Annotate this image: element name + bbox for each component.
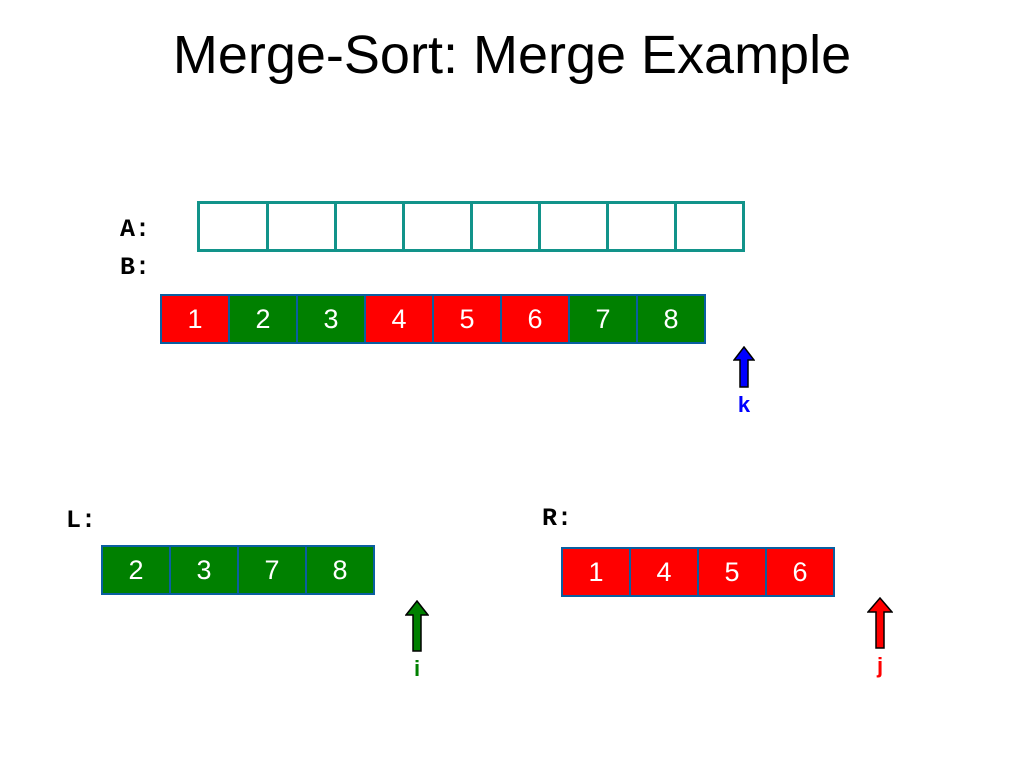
array-r-label: R: xyxy=(542,504,573,533)
array-a-cell xyxy=(269,204,337,249)
array-r-cell: 6 xyxy=(765,549,833,595)
pointer-j-label: j xyxy=(876,653,884,678)
array-b-cell: 8 xyxy=(636,296,704,342)
pointer-j: j xyxy=(862,597,898,677)
array-l-cell: 8 xyxy=(305,547,373,593)
pointer-k-label: k xyxy=(737,392,751,417)
array-r-cell: 1 xyxy=(563,549,629,595)
array-b-cell: 1 xyxy=(162,296,228,342)
up-arrow-icon xyxy=(733,346,755,388)
array-b-cell: 4 xyxy=(364,296,432,342)
pointer-i: i xyxy=(399,600,435,680)
array-b-cell: 2 xyxy=(228,296,296,342)
array-b-cell: 7 xyxy=(568,296,636,342)
up-arrow-icon xyxy=(867,597,893,649)
array-b-label: B: xyxy=(120,253,151,282)
array-a-cell xyxy=(473,204,541,249)
pointer-i-label: i xyxy=(413,656,421,681)
array-b-cell: 3 xyxy=(296,296,364,342)
array-l-cell: 3 xyxy=(169,547,237,593)
array-l-label: L: xyxy=(66,506,97,535)
array-a-cell xyxy=(405,204,473,249)
array-a-cell xyxy=(541,204,609,249)
array-a xyxy=(197,201,745,252)
array-r-cell: 4 xyxy=(629,549,697,595)
slide-title: Merge-Sort: Merge Example xyxy=(172,25,852,85)
array-a-cell xyxy=(200,203,269,250)
array-a-label: A: xyxy=(120,215,151,244)
array-b-cell: 6 xyxy=(500,296,568,342)
array-b-cell: 5 xyxy=(432,296,500,342)
array-a-cell xyxy=(677,204,745,249)
array-l-cell: 7 xyxy=(237,547,305,593)
array-r-cell: 5 xyxy=(697,549,765,595)
array-a-cell xyxy=(337,204,405,249)
up-arrow-icon xyxy=(405,600,429,652)
array-l-cell: 2 xyxy=(103,547,169,593)
pointer-k: k xyxy=(726,346,762,416)
array-a-cell xyxy=(609,204,677,249)
